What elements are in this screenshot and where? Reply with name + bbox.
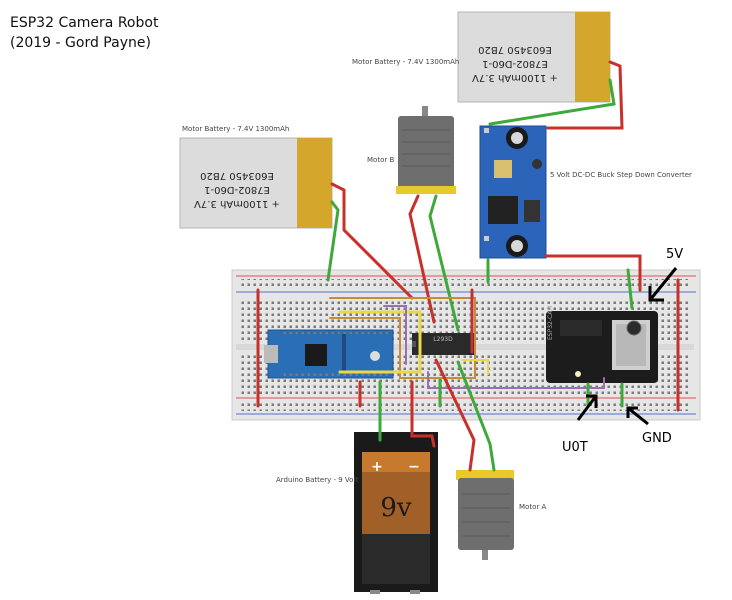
- arduino-nano: [264, 329, 394, 379]
- arrow-gnd: [626, 406, 649, 426]
- chip-label: L293D: [433, 336, 453, 343]
- motor-b: [396, 106, 456, 194]
- diagram-title: ESP32 Camera Robot: [10, 15, 159, 31]
- battery-minus-sign: −: [408, 459, 420, 475]
- motor-battery-left: + 1100mAh 3.7V E7802-D60-1 E603450 7B20: [179, 137, 333, 229]
- battery-voltage-label: 9v: [380, 493, 412, 523]
- label-pin-u0t: U0T: [562, 440, 588, 455]
- label-motor-battery-left: Motor Battery - 7.4V 1300mAh: [182, 125, 290, 133]
- label-pin-5v: 5V: [666, 247, 684, 262]
- diagram-subtitle: (2019 - Gord Payne): [10, 35, 151, 51]
- esp32-cam: ESP32-CAM: [546, 306, 658, 383]
- label-pin-gnd: GND: [642, 431, 672, 446]
- battery-plus-sign: +: [371, 459, 383, 475]
- battery-left-text-1: + 1100mAh 3.7V: [194, 198, 280, 209]
- motor-battery-top: + 1100mAh 3.7V E7802-D60-1 E603450 7B20: [457, 11, 611, 103]
- battery-top-text-1: + 1100mAh 3.7V: [472, 72, 558, 83]
- label-buck-converter: 5 Volt DC-DC Buck Step Down Converter: [550, 171, 692, 179]
- label-arduino-battery: Arduino Battery - 9 Volt: [276, 476, 359, 484]
- battery-left-text-3: E603450 7B20: [200, 170, 274, 181]
- wires: [256, 60, 680, 472]
- label-motor-a: Motor A: [519, 503, 547, 511]
- battery-left-text-2: E7802-D60-1: [204, 184, 270, 195]
- battery-top-text-3: E603450 7B20: [478, 44, 552, 55]
- motor-driver-chip: L293D: [412, 333, 474, 355]
- arrow-u0t: [576, 394, 598, 421]
- battery-top-text-2: E7802-D60-1: [482, 58, 548, 69]
- label-motor-battery-top: Motor Battery - 7.4V 1300mAh: [352, 58, 460, 66]
- arrow-5v: [648, 267, 678, 302]
- esp32-cam-label: ESP32-CAM: [547, 306, 554, 341]
- annotation-arrows: [576, 267, 678, 426]
- buck-converter: [479, 125, 547, 259]
- label-motor-b: Motor B: [367, 156, 395, 164]
- nine-volt-battery: + − 9v: [354, 432, 438, 594]
- motor-a: [456, 470, 514, 560]
